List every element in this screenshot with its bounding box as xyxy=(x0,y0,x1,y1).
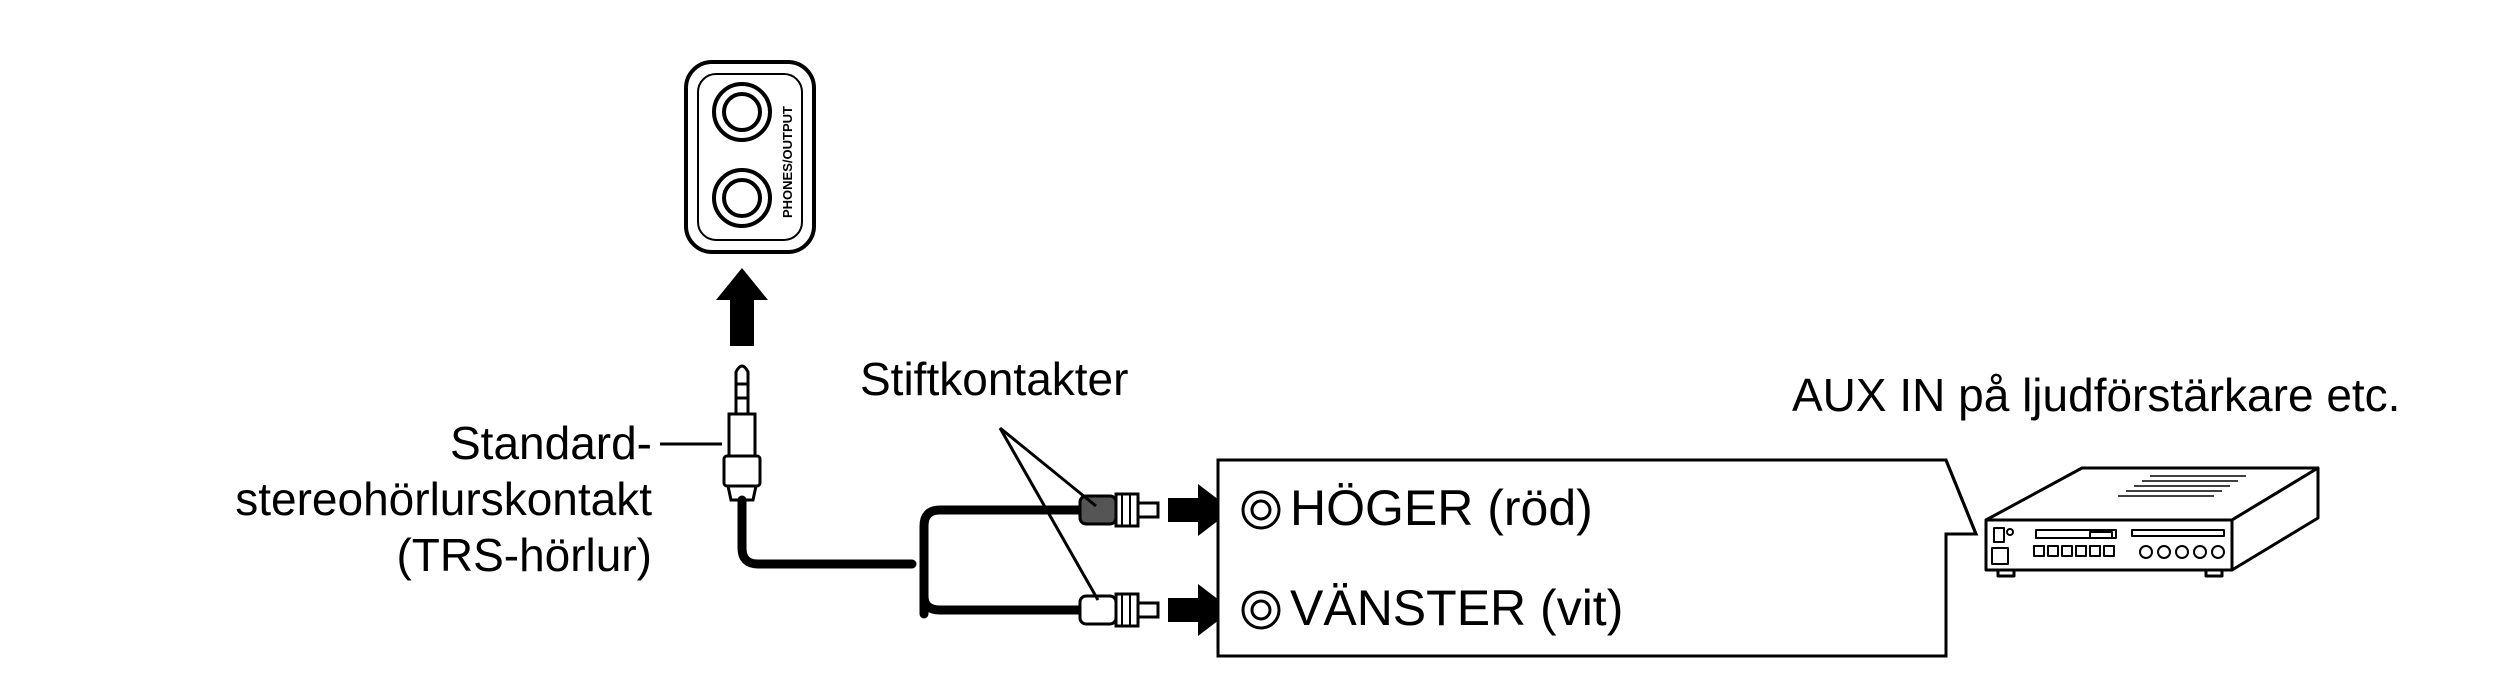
trs-plug-icon xyxy=(722,364,762,502)
aux-in-label: AUX IN på ljudförstärkare etc. xyxy=(1792,369,2401,421)
right-input-socket-icon xyxy=(1241,490,1281,530)
amplifier-icon xyxy=(1984,466,2320,578)
right-arrow-upper-icon xyxy=(1168,484,1232,536)
trs-plug-label-line2: stereohörlurskontakt xyxy=(235,473,652,525)
left-input-socket-icon xyxy=(1241,590,1281,630)
right-channel-label: HÖGER (röd) xyxy=(1290,480,1593,536)
jack-panel-label: PHONES/OUTPUT xyxy=(780,106,795,218)
pin-plug-leader-lines xyxy=(998,426,1100,601)
upper-jack-socket-icon xyxy=(712,82,772,142)
right-arrow-lower-icon xyxy=(1168,584,1232,636)
rca-plug-red-icon xyxy=(1078,492,1160,528)
trs-plug-label-line1: Standard- xyxy=(449,417,652,469)
pin-plugs-label: Stiftkontakter xyxy=(860,353,1129,405)
phones-output-jack-panel-icon: PHONES/OUTPUT xyxy=(684,60,816,254)
trs-plug-label-line3: (TRS-hörlur) xyxy=(396,529,652,581)
aux-input-panel xyxy=(1216,458,1979,658)
cable xyxy=(737,495,1085,619)
rca-plug-white-icon xyxy=(1078,592,1160,628)
lower-jack-socket-icon xyxy=(712,168,772,228)
up-arrow-icon xyxy=(716,268,768,346)
left-channel-label: VÄNSTER (vit) xyxy=(1290,580,1624,636)
